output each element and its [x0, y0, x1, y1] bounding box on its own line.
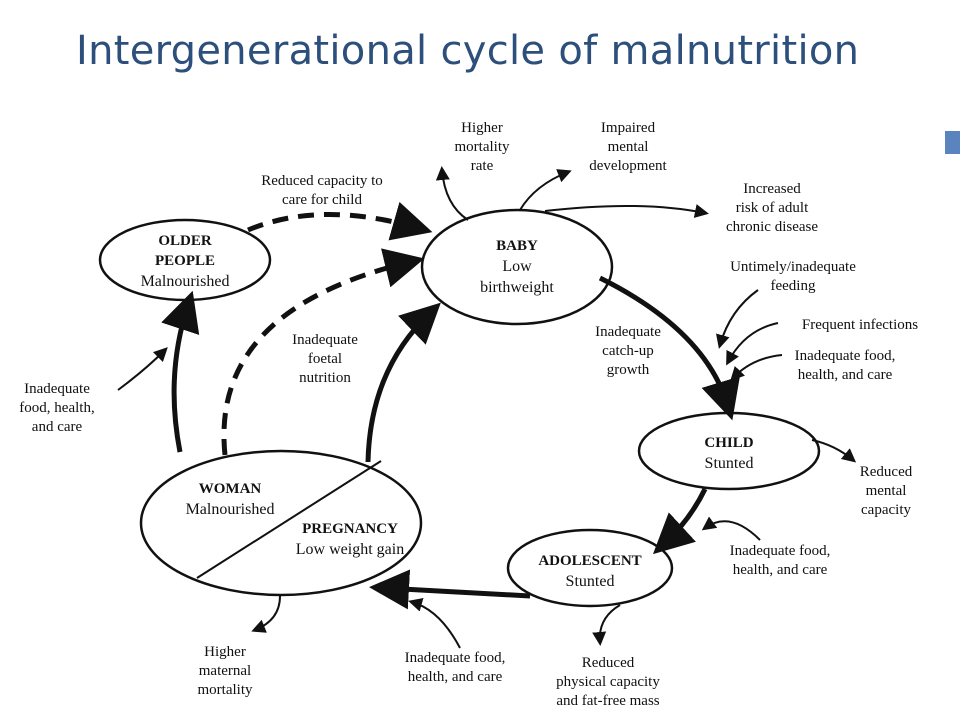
child-to-mental-capacity-arrow [811, 439, 857, 463]
label-line: health, and care [733, 562, 828, 578]
feeding-input-arrow [716, 289, 759, 349]
label-line: Inadequate food, [795, 348, 896, 364]
label-line: foetal [308, 351, 342, 367]
adolescent-sub: Stunted [566, 573, 615, 590]
child-to-adolescent-arrow [652, 487, 708, 555]
label-line: maternal [199, 663, 251, 679]
label-line: Inadequate [292, 332, 358, 348]
label-line: feeding [771, 278, 816, 294]
baby-sub-2: birthweight [480, 279, 554, 296]
label-line: mental [608, 139, 649, 155]
baby-to-child-arrow [598, 275, 740, 421]
label-line: Reduced [582, 655, 635, 671]
label-line: chronic disease [726, 219, 818, 235]
label-line: and fat-free mass [556, 693, 659, 709]
inadequate-food-child-label: Inadequate food, health, and care [795, 348, 896, 383]
label-line: health, and care [798, 367, 893, 383]
label-line: Inadequate [24, 381, 90, 397]
adolescent-to-pregnancy-arrow [369, 569, 531, 610]
accent-bar [945, 131, 960, 154]
label-line: mortality [455, 139, 510, 155]
label-line: physical capacity [556, 674, 660, 690]
baby-heading: BABY [496, 238, 538, 254]
label-line: capacity [861, 502, 911, 518]
pregnancy-to-baby-arrow [365, 302, 441, 463]
label-line: Untimely/inadequate [730, 259, 856, 275]
child-node [637, 411, 821, 491]
label-line: Impaired [601, 120, 656, 136]
baby-to-mental-development-arrow [519, 169, 572, 211]
label-line: Reduced [860, 464, 913, 480]
label-line: and care [32, 419, 83, 435]
older-heading-1: OLDER [158, 233, 212, 249]
untimely-feeding-label: Untimely/inadequate feeding [730, 259, 856, 294]
label-line: Increased [743, 181, 801, 197]
reduced-capacity-care-label: Reduced capacity to care for child [261, 173, 383, 208]
older-heading-2: PEOPLE [155, 253, 215, 269]
food-adolescent-input-arrow [701, 516, 761, 541]
older-to-baby-dashed-arrow [247, 201, 433, 241]
label-line: catch-up [602, 343, 654, 359]
woman-pregnancy-node [139, 449, 423, 597]
reduced-mental-capacity-label: Reduced mental capacity [860, 464, 913, 518]
woman-sub: Malnourished [186, 501, 275, 518]
label-line: rate [471, 158, 494, 174]
frequent-infections-label: Frequent infections [802, 317, 918, 333]
label-line: food, health, [19, 400, 94, 416]
food-older-input-arrow [117, 347, 168, 391]
woman-heading: WOMAN [199, 481, 262, 497]
label-line: Inadequate food, [405, 650, 506, 666]
inadequate-food-pregnancy-label: Inadequate food, health, and care [405, 650, 506, 685]
slide-title: Intergenerational cycle of malnutrition [76, 28, 860, 74]
inadequate-food-older-label: Inadequate food, health, and care [19, 381, 94, 435]
infections-input-arrow [726, 322, 779, 366]
food-pregnancy-input-arrow [408, 598, 461, 649]
older-sub: Malnourished [141, 273, 230, 290]
inadequate-catchup-label: Inadequate catch-up growth [595, 324, 661, 378]
woman-to-maternal-mortality-arrow [251, 595, 281, 633]
pregnancy-sub: Low weight gain [296, 541, 404, 558]
label-line: Higher [461, 120, 503, 136]
increased-risk-label: Increased risk of adult chronic disease [726, 181, 818, 235]
label-line: Inadequate [595, 324, 661, 340]
label-line: risk of adult [736, 200, 809, 216]
adolescent-heading: ADOLESCENT [538, 553, 641, 569]
inadequate-food-adolescent-label: Inadequate food, health, and care [730, 543, 831, 578]
impaired-mental-label: Impaired mental development [589, 120, 667, 174]
baby-to-mortality-arrow [435, 166, 469, 221]
label-line: development [589, 158, 667, 174]
higher-mortality-label: Higher mortality rate [455, 120, 510, 174]
label-line: Reduced capacity to [261, 173, 383, 189]
label-line: nutrition [299, 370, 351, 386]
pregnancy-heading: PREGNANCY [302, 521, 398, 537]
label-line: mortality [198, 682, 253, 698]
adolescent-to-physical-arrow [592, 604, 621, 646]
label-line: mental [866, 483, 907, 499]
label-line: Higher [204, 644, 246, 660]
woman-pregnancy-divider [196, 460, 382, 579]
label-line: health, and care [408, 669, 503, 685]
inadequate-foetal-label: Inadequate foetal nutrition [292, 332, 358, 386]
label-line: care for child [282, 192, 362, 208]
baby-to-chronic-disease-arrow [544, 204, 709, 218]
child-heading: CHILD [704, 435, 753, 451]
reduced-physical-label: Reduced physical capacity and fat-free m… [556, 655, 660, 709]
woman-to-older-arrow [161, 290, 200, 453]
adolescent-node [506, 528, 674, 608]
label-line: growth [607, 362, 650, 378]
woman-to-baby-dashed-arrow [221, 248, 425, 456]
label-line: Inadequate food, [730, 543, 831, 559]
food-child-input-arrow [730, 354, 783, 381]
higher-maternal-mortality-label: Higher maternal mortality [198, 644, 253, 698]
baby-sub-1: Low [502, 258, 532, 275]
child-sub: Stunted [705, 455, 754, 472]
